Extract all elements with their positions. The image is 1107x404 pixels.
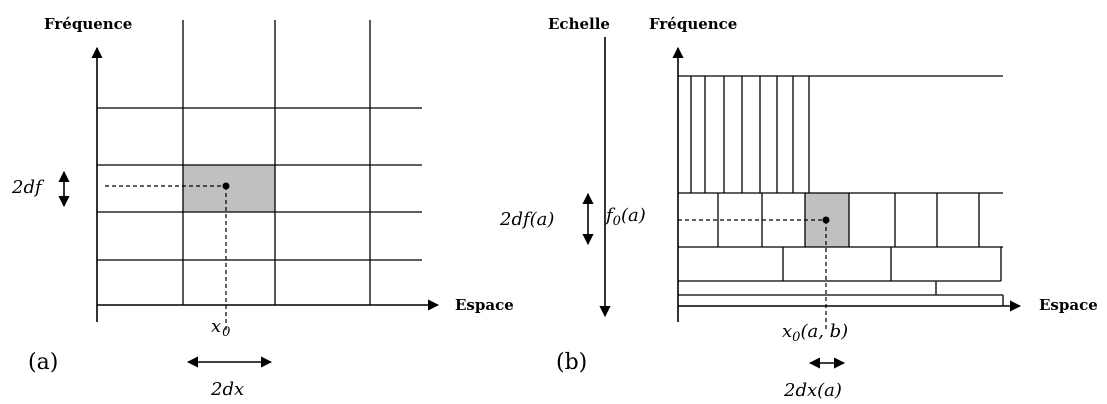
- panel-a-center-point: [222, 182, 230, 190]
- panel-b-scale-label: Echelle: [548, 15, 610, 33]
- panel-b-width-label: 2dx(a): [783, 380, 842, 401]
- panel-a-height-label: 2df: [11, 177, 45, 198]
- panel-a-y-axis-label: Fréquence: [44, 15, 132, 33]
- panel-a-width-label: 2dx: [210, 379, 244, 400]
- panel-a-x-axis-label: Espace: [455, 296, 514, 314]
- panel-a-caption: (a): [28, 350, 58, 375]
- panel-b-point-x-label: x0(a, b): [782, 321, 848, 345]
- panel-a-point-x-label: x0: [211, 316, 230, 340]
- panel-b-center-point: [822, 216, 830, 224]
- panel-a: Fréquence Espace 2df x0 2dx (a): [11, 15, 514, 400]
- panel-b-freq-label: f0(a): [604, 205, 646, 229]
- panel-b-y-axis-label: Fréquence: [649, 15, 737, 33]
- panel-b-x-axis-label: Espace: [1039, 296, 1098, 314]
- panel-b: Echelle Fréquence Espace 2df(a) f0(a) x0…: [499, 15, 1098, 401]
- panel-a-highlight-cell: [183, 165, 275, 212]
- panel-b-height-label: 2df(a): [499, 209, 554, 230]
- panel-b-caption: (b): [556, 350, 587, 375]
